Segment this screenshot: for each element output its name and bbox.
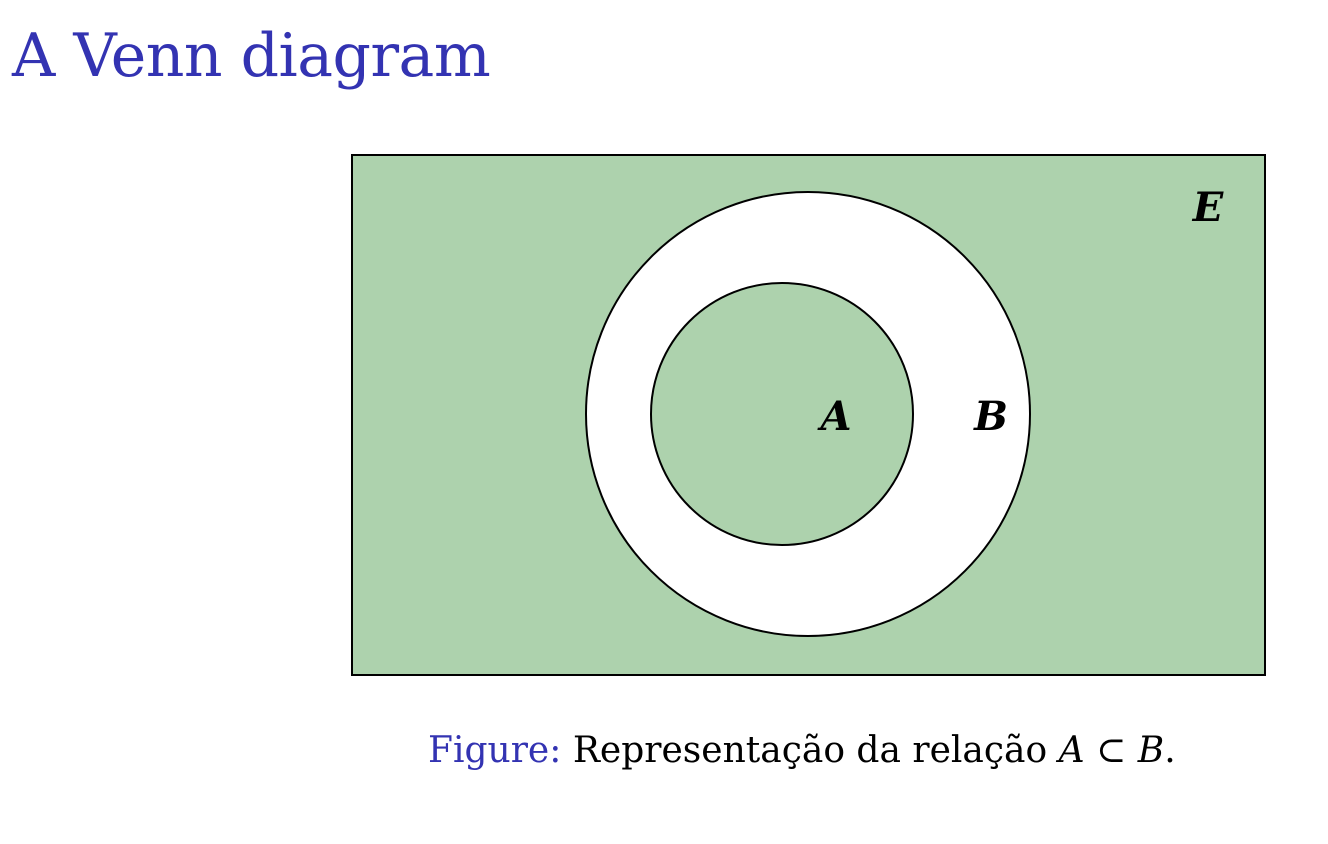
figure-caption: Figure: Representação da relação A ⊂ B. bbox=[428, 728, 1176, 774]
label-b: B bbox=[973, 393, 1008, 440]
caption-math-a: A bbox=[1058, 730, 1085, 771]
slide-title: A Venn diagram bbox=[12, 21, 491, 91]
label-e: E bbox=[1192, 184, 1224, 231]
caption-period: . bbox=[1164, 730, 1176, 771]
caption-text: Representação da relação bbox=[572, 730, 1048, 771]
caption-math-b: B bbox=[1137, 730, 1165, 771]
set-a-circle bbox=[650, 282, 914, 546]
caption-prefix: Figure: bbox=[428, 730, 562, 771]
label-a: A bbox=[816, 393, 851, 440]
subset-operator: ⊂ bbox=[1096, 730, 1127, 771]
